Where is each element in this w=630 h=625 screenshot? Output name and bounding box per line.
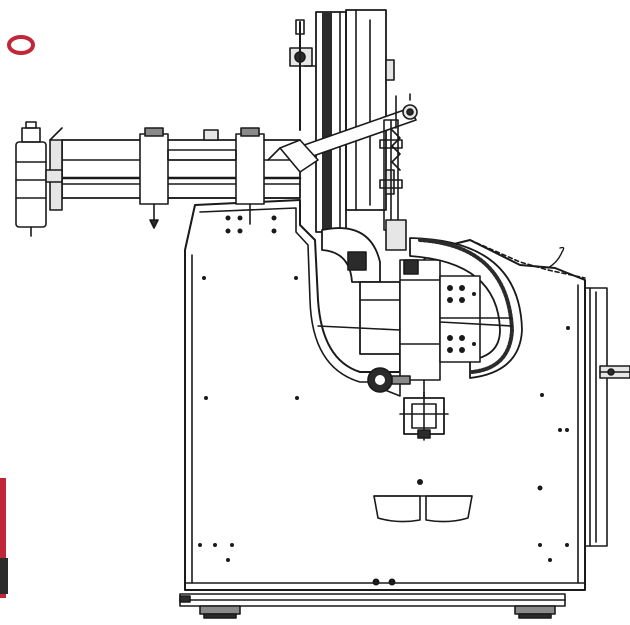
handle-recess	[373, 495, 473, 523]
cabinet-holes	[198, 215, 570, 586]
lower-fixture	[399, 379, 449, 441]
spindle-ram	[379, 119, 407, 251]
head-housing	[317, 227, 441, 397]
spring-detail	[391, 95, 401, 171]
adjust-knob-icon	[367, 367, 411, 393]
index-wheel	[409, 237, 523, 379]
red-bracket-icon	[0, 478, 8, 598]
vertical-column	[289, 9, 395, 233]
left-cylinder	[15, 121, 63, 237]
guard-outline	[469, 239, 586, 279]
arm-carriages	[139, 127, 265, 229]
right-side-panel	[584, 287, 630, 547]
red-ring-icon	[7, 35, 35, 55]
